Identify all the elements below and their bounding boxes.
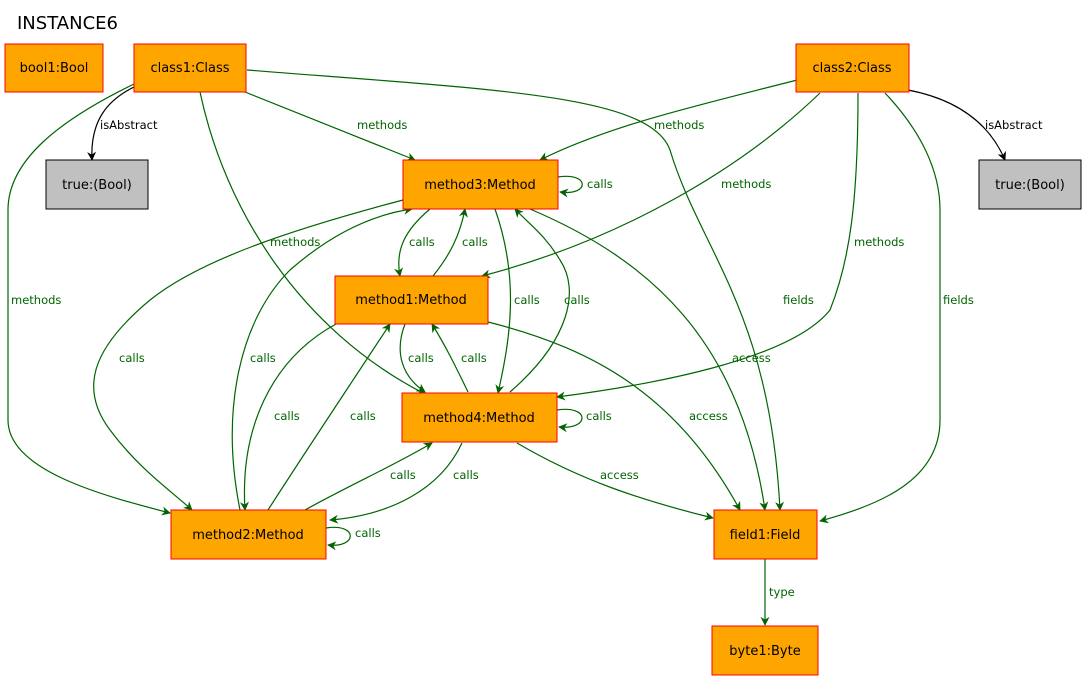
edge-method4-calls-method2 (329, 442, 463, 524)
diagram-title: INSTANCE6 (17, 13, 118, 34)
node-byte1[interactable]: byte1:Byte (711, 625, 819, 676)
edge-method1-calls-method4 (399, 323, 426, 393)
edge-class2-methods-method1 (481, 92, 821, 279)
edge-class1-isabstract (87, 86, 135, 161)
edge-method3-calls-self (557, 175, 583, 198)
label-method2-calls-method1: calls (350, 409, 376, 423)
edge-class2-isabstract (907, 89, 1006, 161)
node-method3-label: method3:Method (424, 178, 536, 193)
label-method3-calls-method1: calls (409, 235, 435, 249)
node-byte1-label: byte1:Byte (729, 644, 800, 659)
node-method1[interactable]: method1:Method (334, 275, 489, 325)
edge-method3-access-field1 (529, 208, 769, 511)
edges (7, 69, 1006, 626)
edge-method4-calls-self (556, 408, 583, 433)
label-method4-calls-method2: calls (453, 468, 479, 482)
label-class1-isabstract: isAbstract (100, 118, 158, 132)
node-method4-label: method4:Method (423, 411, 535, 426)
edge-method3-calls-method4 (494, 208, 512, 394)
edge-class1-methods-method3 (244, 91, 416, 162)
node-true2[interactable]: true:(Bool) (978, 159, 1082, 210)
edge-method4-access-field1 (516, 442, 714, 521)
label-class2-methods-method1: methods (721, 177, 771, 191)
node-field1-label: field1:Field (730, 528, 801, 543)
node-method2-label: method2:Method (192, 528, 304, 543)
node-true1-label: true:(Bool) (62, 178, 132, 193)
label-method3-calls-method4: calls (514, 293, 540, 307)
label-method4-access-field1: access (600, 468, 639, 482)
edge-class1-methods-method4 (199, 91, 426, 395)
edge-labels: isAbstract isAbstract methods methods me… (11, 118, 1043, 599)
nodes: bool1:Bool class1:Class class2:Class tru… (4, 43, 1082, 676)
node-class2-label: class2:Class (812, 61, 891, 76)
edge-method2-calls-method3 (231, 205, 413, 511)
node-class1-label: class1:Class (150, 61, 229, 76)
label-method3-access-field1: access (732, 351, 771, 365)
edge-method1-calls-method2 (240, 323, 337, 511)
label-class1-fields-field1: fields (783, 293, 814, 307)
label-method4-calls-method3: calls (564, 293, 590, 307)
node-method1-label: method1:Method (355, 293, 467, 308)
node-true1[interactable]: true:(Bool) (45, 159, 149, 210)
node-bool1[interactable]: bool1:Bool (4, 43, 104, 93)
label-method1-access-field1: access (689, 409, 728, 423)
edge-class1-fields-field1 (246, 69, 785, 511)
edge-class2-methods-method4 (556, 92, 859, 401)
label-class2-methods-method4: methods (854, 235, 904, 249)
label-field1-type-byte1: type (769, 585, 795, 599)
edge-method2-calls-method4 (304, 442, 433, 511)
label-method2-calls-self: calls (355, 526, 381, 540)
edge-class1-methods-method2 (7, 83, 171, 516)
node-method4[interactable]: method4:Method (401, 392, 558, 443)
label-method4-calls-method1: calls (461, 351, 487, 365)
edge-method3-calls-method1 (394, 208, 431, 277)
label-class1-methods-method3: methods (357, 118, 407, 132)
edge-class2-fields-field1 (819, 92, 941, 524)
edge-method2-calls-self (325, 526, 351, 551)
label-class1-methods-method4: methods (270, 235, 320, 249)
label-method1-calls-method3: calls (462, 235, 488, 249)
label-method1-calls-method4: calls (408, 351, 434, 365)
label-method3-calls-method2: calls (119, 351, 145, 365)
edge-method3-calls-method2 (93, 199, 404, 511)
label-class2-fields-field1: fields (943, 293, 974, 307)
label-method2-calls-method4: calls (390, 468, 416, 482)
label-method2-calls-method3: calls (250, 351, 276, 365)
edge-class2-methods-method3 (539, 79, 798, 161)
label-method1-calls-method2: calls (274, 409, 300, 423)
node-bool1-label: bool1:Bool (20, 61, 89, 76)
node-class2[interactable]: class2:Class (795, 43, 910, 93)
label-class2-methods-method3: methods (654, 118, 704, 132)
edge-method4-calls-method3 (509, 208, 570, 393)
edge-method1-access-field1 (487, 321, 741, 511)
node-method2[interactable]: method2:Method (170, 509, 327, 560)
edge-method4-calls-method1 (431, 323, 469, 393)
label-method4-calls-self: calls (586, 409, 612, 423)
label-class2-isabstract: isAbstract (985, 118, 1043, 132)
node-class1[interactable]: class1:Class (133, 43, 247, 93)
node-true2-label: true:(Bool) (995, 178, 1065, 193)
node-field1[interactable]: field1:Field (713, 509, 818, 560)
label-class1-methods-method2: methods (11, 293, 61, 307)
node-method3[interactable]: method3:Method (402, 159, 559, 210)
edge-method1-calls-method3 (432, 208, 468, 277)
label-method3-calls-self: calls (587, 177, 613, 191)
edge-method2-calls-method1 (267, 323, 391, 511)
